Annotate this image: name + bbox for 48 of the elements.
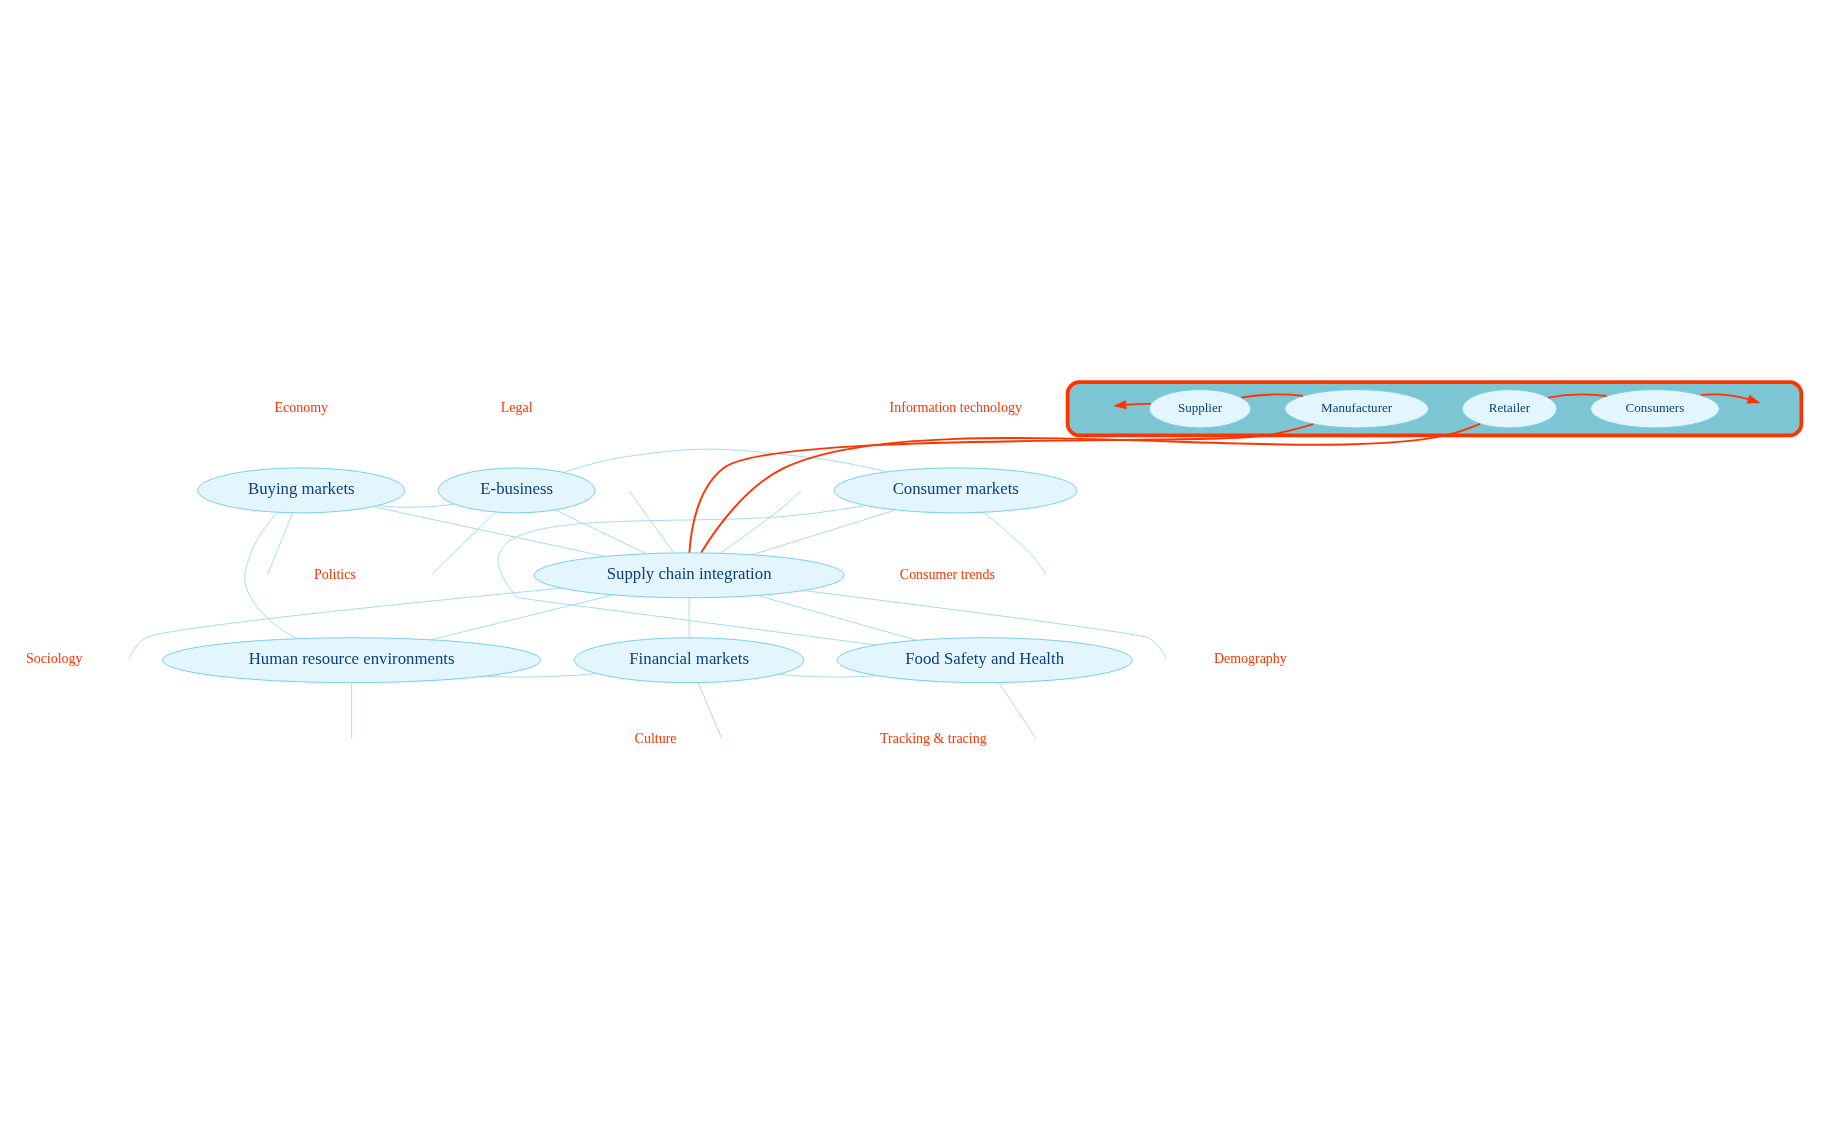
connector [688, 597, 690, 638]
connector [757, 594, 918, 641]
label: Demography [1213, 650, 1287, 666]
label: Sociology [25, 650, 83, 666]
label: Consumer trends [899, 566, 995, 582]
node-ellipse: Supply chain integration [533, 551, 845, 598]
connector [431, 511, 496, 575]
node-ellipse: Buying markets [197, 466, 406, 513]
connector [267, 512, 293, 575]
node-ellipse: Financial markets [573, 636, 805, 683]
label: Culture [634, 730, 677, 746]
connector [498, 504, 877, 645]
connector [372, 505, 606, 557]
node-ellipse: Manufacturer [1284, 388, 1429, 428]
connector [629, 490, 674, 553]
node-ellipse: Consumers [1590, 388, 1720, 428]
node-ellipse: Human resource environments [162, 636, 542, 683]
label: Information technology [889, 399, 1022, 415]
node-ellipse: Supplier [1148, 388, 1252, 428]
connector [688, 422, 1315, 554]
arrow [1699, 393, 1761, 403]
connector [751, 509, 897, 555]
connector [720, 490, 802, 554]
arrow [1113, 399, 1152, 409]
connector [777, 673, 879, 677]
label: Legal [500, 399, 533, 415]
cluster [1065, 379, 1804, 437]
node-ellipse: Food Safety and Health [836, 636, 1133, 683]
node-ellipse: E-business [437, 466, 596, 513]
label: Economy [274, 399, 329, 415]
label: Politics [313, 566, 356, 582]
connector [376, 503, 456, 508]
connector [697, 681, 723, 739]
node-ellipse: Consumer markets [833, 466, 1078, 513]
connector [563, 448, 888, 473]
connector [483, 672, 598, 677]
connector [802, 589, 1167, 660]
connector [128, 587, 563, 660]
connector [554, 509, 647, 554]
connector [1547, 393, 1608, 398]
node-ellipse: Retailer [1461, 388, 1558, 428]
connector [351, 681, 353, 739]
connector [430, 593, 614, 640]
connector [1240, 393, 1304, 399]
label: Tracking & tracing [880, 730, 987, 746]
connector [244, 511, 298, 639]
connector [998, 681, 1037, 739]
connector [983, 511, 1047, 575]
